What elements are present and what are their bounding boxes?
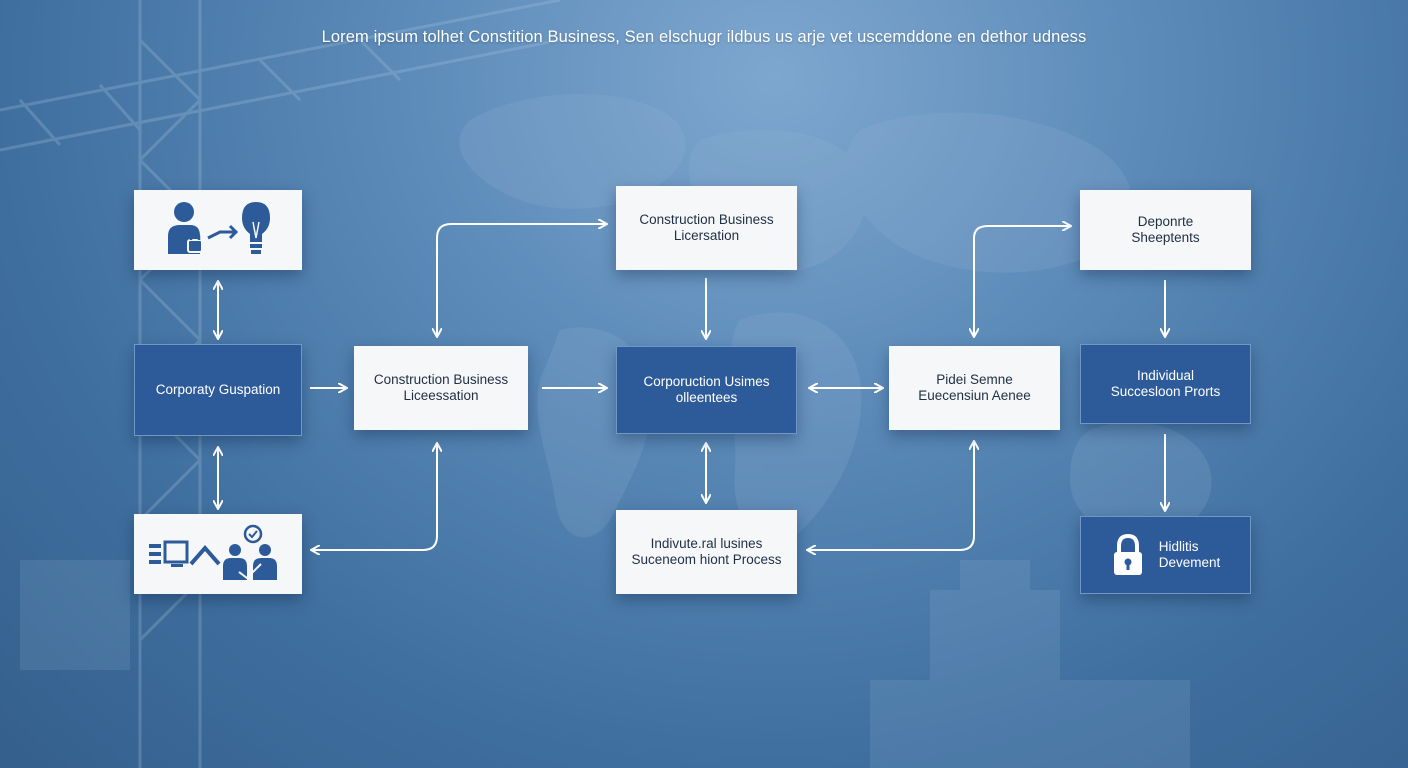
node-mid-left: Construction Business Liceessation: [354, 346, 528, 430]
monitor-icon: [163, 540, 189, 567]
person-lock-icon: [168, 202, 203, 254]
document-list-icon: [149, 544, 161, 564]
chart-line-icon: [189, 544, 221, 566]
node-right-mid: Pidei Semne Euecensiun Aenee: [889, 346, 1060, 430]
node-right-blue: Individual Succesloon Prorts: [1080, 344, 1251, 424]
arrow-right-icon: [207, 224, 239, 240]
padlock-icon: [1113, 533, 1142, 575]
node-top-center: Construction Business Licersation: [616, 186, 797, 270]
node-top-right: Deponrte Sheeptents: [1080, 190, 1251, 270]
node-center: Corporuction Usimes olleentees: [616, 346, 797, 434]
lightbulb-icon: [242, 202, 270, 254]
team-chat-icon: [223, 524, 277, 580]
node-corporate: Corporaty Guspation: [134, 344, 302, 436]
page-title: Lorem ipsum tolhet Constition Business, …: [321, 28, 1087, 46]
icon-box-top: [134, 190, 302, 270]
bottom-right-label: Hidlitis Devement: [1158, 539, 1221, 570]
node-bottom-right: Hidlitis Devement: [1080, 516, 1251, 594]
building-silhouette: [20, 560, 1190, 768]
world-map-silhouette: [459, 93, 1212, 546]
node-bottom-center: Indivute.ral lusines Suceneom hiont Proc…: [616, 510, 797, 594]
icon-box-bottom: [134, 514, 302, 594]
